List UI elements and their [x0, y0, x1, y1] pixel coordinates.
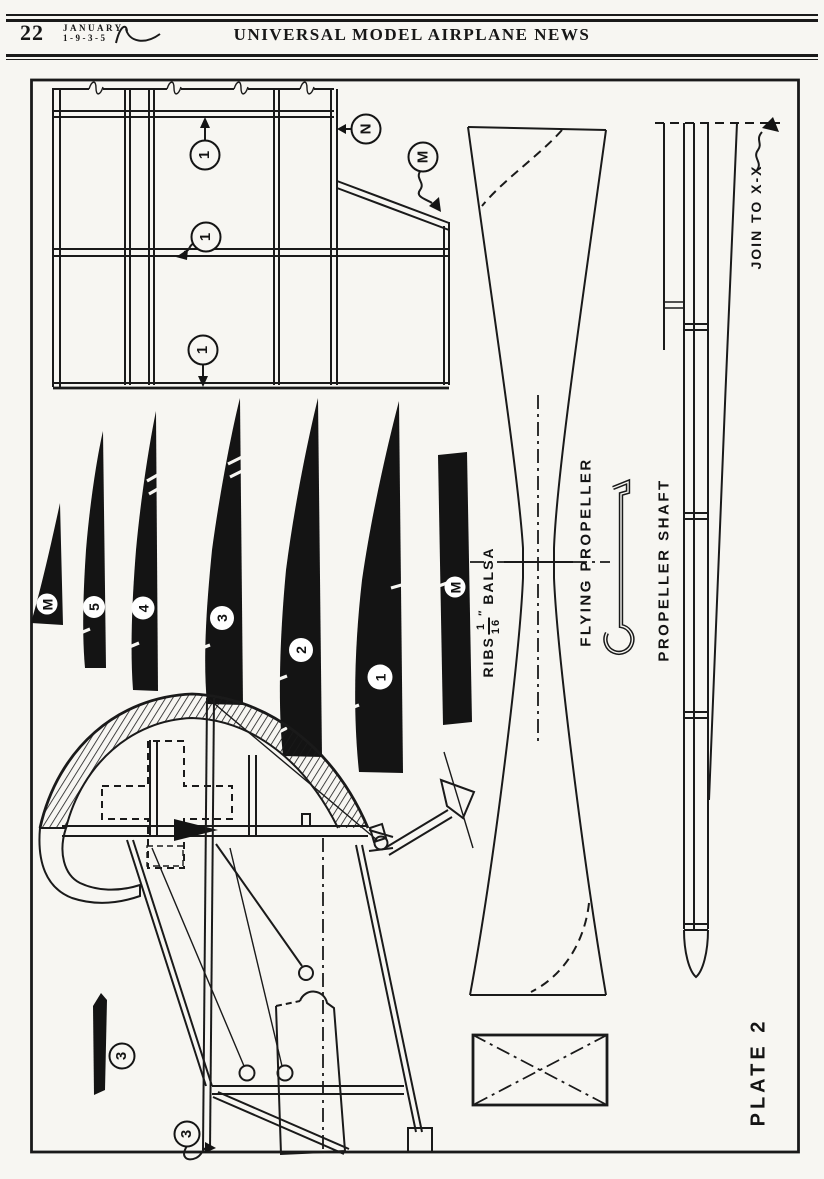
- ribtag-m-right: M: [444, 576, 466, 598]
- ribtag-4: 4: [131, 596, 155, 620]
- callout-plan-1-bottom: 1: [187, 334, 219, 366]
- header-rule-bottom-thin: [6, 59, 818, 61]
- header-rule-top-thick: [6, 19, 818, 22]
- issue-year: 1-9-3-5: [63, 33, 108, 43]
- callout-plan-n: N: [350, 113, 382, 145]
- header-rule-bottom-thick: [6, 54, 818, 57]
- ribtag-5: 5: [83, 596, 105, 618]
- ribs-label-material: BALSA: [480, 546, 496, 605]
- header-rule-top-thin: [6, 14, 818, 16]
- rib-m-left-shape: [31, 503, 63, 625]
- rib-2-shape: [279, 398, 322, 757]
- ribtag-3: 3: [210, 606, 234, 630]
- callout-plan-m: M: [407, 141, 439, 173]
- callout-plan-1-top: 1: [189, 139, 221, 171]
- masthead-title: UNIVERSAL MODEL AIRPLANE NEWS: [233, 25, 591, 44]
- crossed-box-drawing: [471, 1033, 609, 1107]
- propeller-shaft-label: PROPELLER SHAFT: [655, 478, 673, 662]
- ribtag-1: 1: [367, 664, 393, 690]
- callout-fuselage-3a: 3: [108, 1042, 136, 1070]
- wing-plan-drawing: [52, 81, 450, 390]
- issue-month: JANUARY: [63, 23, 124, 33]
- page-number: 22: [20, 20, 44, 45]
- issue-date: JANUARY 1-9-3-5: [63, 23, 124, 43]
- flying-propeller-label: FLYING PROPELLER: [577, 457, 595, 647]
- fuselage-side-drawing: [38, 692, 476, 1161]
- callout-plan-1-mid: 1: [190, 221, 222, 253]
- callout-fuselage-3b: 3: [173, 1120, 201, 1148]
- rib-5-shape: [83, 431, 106, 668]
- signature-squiggle-icon: [115, 25, 161, 44]
- inch-mark: ″: [477, 610, 489, 616]
- rib-4-shape: [131, 411, 158, 691]
- rib-3-shape: [205, 398, 243, 705]
- motor-stick-drawing: [655, 117, 780, 979]
- join-to-xx-label: JOIN TO X-X: [748, 164, 764, 270]
- ribtag-2: 2: [289, 638, 313, 662]
- propeller-blank-drawing: [467, 126, 610, 996]
- plate-title: PLATE 2: [747, 1017, 770, 1127]
- ribtag-m-left: M: [36, 593, 58, 615]
- propeller-shaft-drawing: [603, 478, 635, 655]
- ribs-label-prefix: RIBS: [480, 636, 496, 678]
